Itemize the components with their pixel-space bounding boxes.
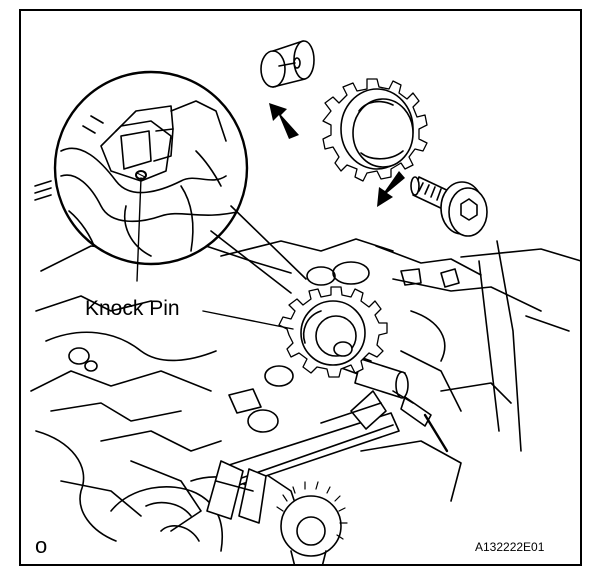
- sst-holder-tool: [206, 390, 400, 524]
- down-left-arrow: [377, 171, 405, 207]
- crankshaft-gear: [276, 481, 348, 564]
- illustration-frame: Knock Pin o A132222E01: [19, 9, 582, 566]
- corner-mark: o: [35, 533, 48, 558]
- camshaft-bushing: [260, 40, 315, 88]
- figure-code: A132222E01: [475, 540, 545, 554]
- magnified-detail: [34, 70, 249, 266]
- installed-timing-gear: [278, 286, 449, 453]
- detail-leader: [210, 230, 292, 294]
- up-left-arrow: [269, 103, 299, 139]
- detail-leader: [230, 205, 307, 280]
- knock-pin-label: Knock Pin: [85, 297, 180, 320]
- camshaft-timing-gear: [322, 78, 428, 182]
- knock-pin-leader: [136, 177, 142, 282]
- engine-illustration: [30, 40, 580, 564]
- knock-pin-leader: [202, 310, 294, 330]
- gear-bolt: [410, 176, 488, 237]
